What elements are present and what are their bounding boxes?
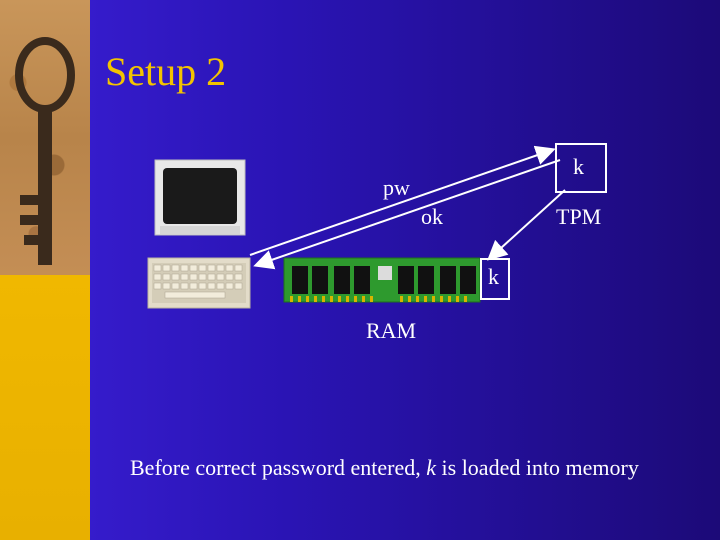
- slide-caption: Before correct password entered, k is lo…: [130, 455, 639, 481]
- tpm-label: TPM: [556, 204, 602, 229]
- tpm-key-box: [555, 143, 607, 193]
- old-key-icon: [15, 37, 75, 265]
- tpm-key-label: k: [573, 154, 584, 179]
- keyboard-icon: [147, 257, 251, 309]
- ram-module-icon: [283, 257, 481, 303]
- pw-label: pw: [383, 175, 410, 200]
- arrow-pw-to-tpm: [249, 145, 556, 256]
- caption-after: is loaded into memory: [436, 455, 639, 480]
- ram-label: RAM: [366, 318, 417, 343]
- arrow-ok-to-keyboard: [253, 159, 561, 270]
- caption-key: k: [426, 455, 437, 480]
- left-decorative-bar: [0, 0, 90, 540]
- ram-key-label: k: [488, 264, 499, 289]
- slide-title: Setup 2: [105, 49, 227, 94]
- caption-before: Before correct password entered,: [130, 455, 427, 480]
- monitor-icon: [154, 159, 246, 236]
- arrow-tpm-to-ram: [487, 189, 566, 261]
- arrows: [249, 145, 566, 270]
- ok-label: ok: [421, 204, 443, 229]
- ram-key-box: [480, 258, 510, 300]
